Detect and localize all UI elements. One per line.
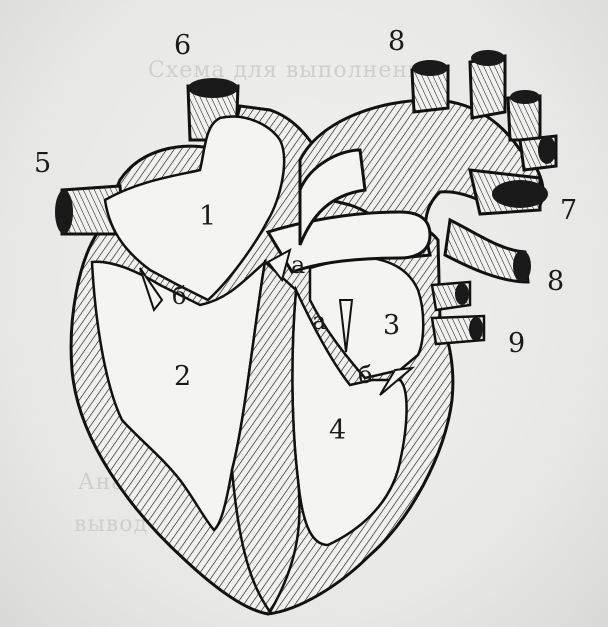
label-2: 2 (174, 363, 191, 390)
pulmonary-artery-opening (492, 180, 548, 208)
label-4: 4 (329, 417, 346, 444)
label-8-top: 8 (388, 28, 405, 55)
vena-cava-opening (188, 78, 238, 98)
label-3: 3 (383, 312, 400, 339)
label-5: 5 (34, 150, 51, 177)
label-a-left: а (291, 253, 305, 277)
label-b-left: б (172, 284, 186, 308)
inferior-vessel-opening (55, 190, 73, 234)
label-b-right: б (358, 363, 372, 387)
label-a-right: а (312, 309, 326, 333)
label-6: 6 (174, 32, 191, 59)
label-8-right: 8 (547, 268, 564, 295)
label-1: 1 (199, 203, 216, 230)
label-9: 9 (508, 330, 525, 357)
label-7: 7 (560, 197, 577, 224)
